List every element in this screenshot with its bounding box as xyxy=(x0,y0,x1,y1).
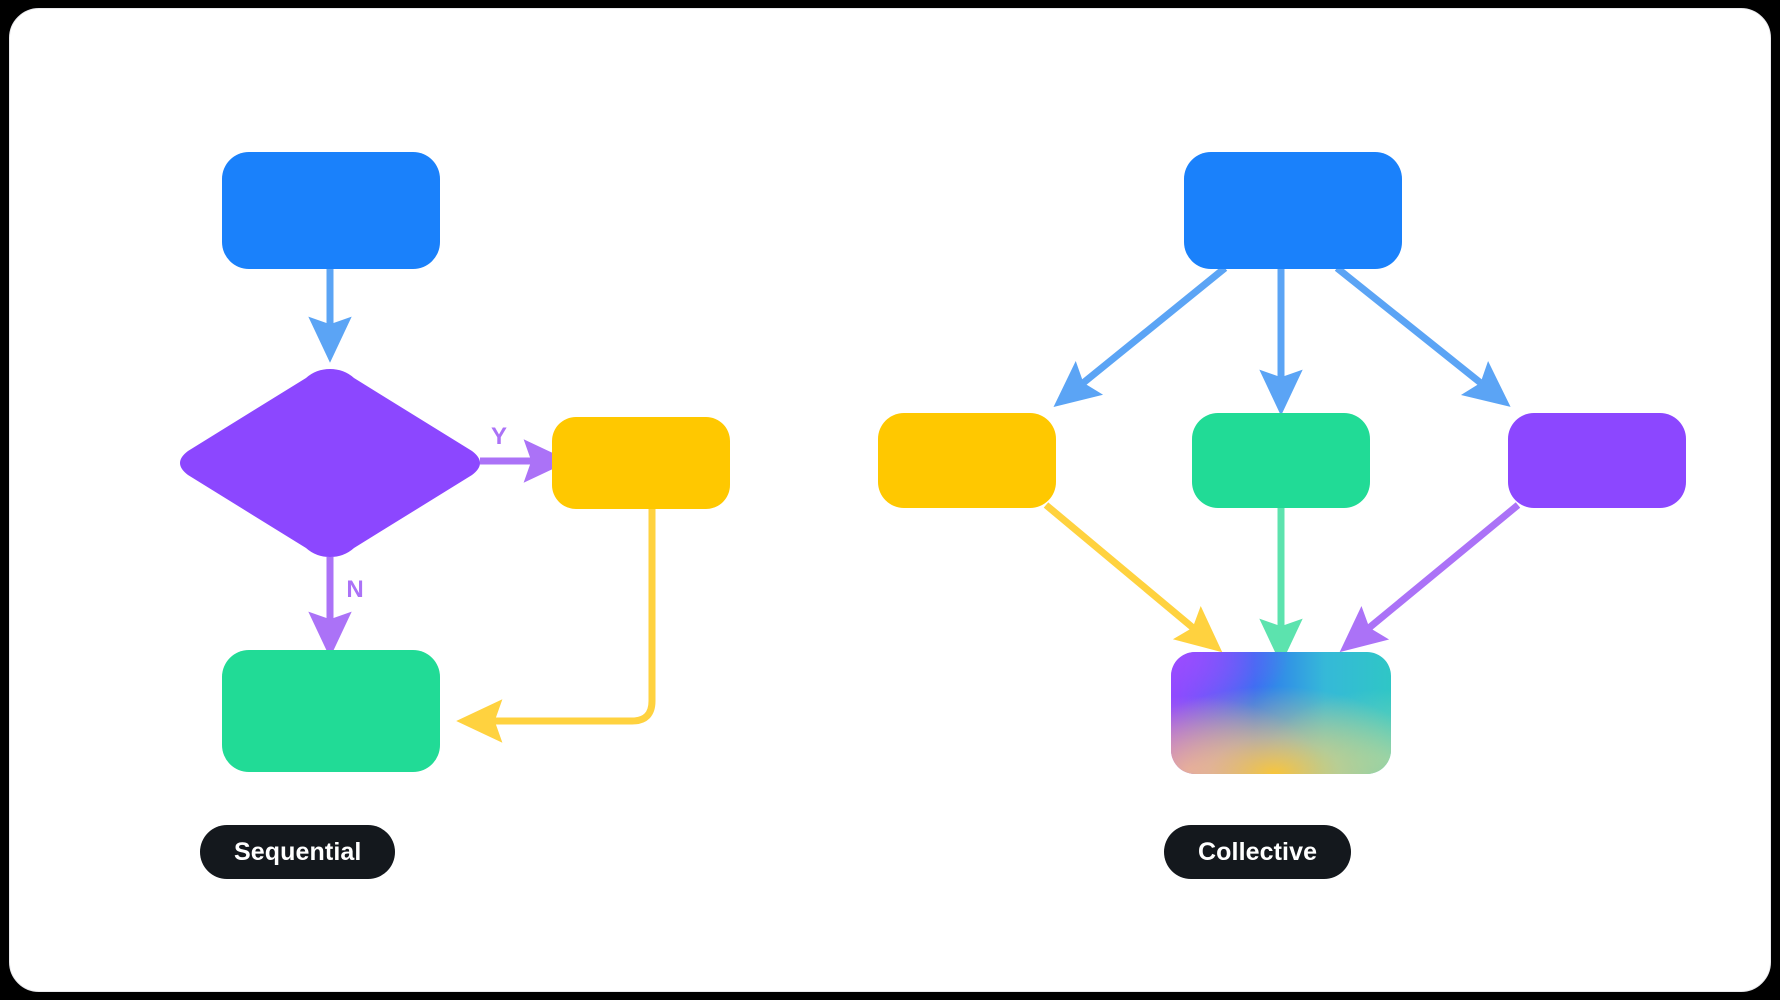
collective-diagram xyxy=(878,152,1686,774)
sequential-label-text: Sequential xyxy=(234,837,362,866)
seq-edge-loopback xyxy=(456,503,656,743)
sequential-diagram: Y N xyxy=(180,152,730,772)
col-source-node[interactable] xyxy=(1184,152,1402,269)
col-worker-purple-node[interactable] xyxy=(1508,413,1686,508)
flow-diagram-svg: Y N xyxy=(180,152,1686,774)
col-edge-yellow-aggregate xyxy=(1043,502,1223,653)
sequential-label-pill[interactable]: Sequential xyxy=(200,825,396,879)
seq-edge-label-yes: Y xyxy=(491,423,507,450)
col-aggregate-node[interactable] xyxy=(1171,652,1391,774)
seq-decision-node[interactable] xyxy=(180,369,480,557)
diagram-canvas: Y N xyxy=(10,9,1770,991)
seq-edge-label-no: N xyxy=(346,576,363,603)
col-edge-source-purple xyxy=(1334,265,1511,407)
col-edge-source-yellow xyxy=(1053,265,1228,407)
seq-yes-step-node[interactable] xyxy=(552,417,730,509)
col-edge-purple-aggregate xyxy=(1339,502,1521,653)
diagram-card: Y N xyxy=(9,8,1771,992)
seq-start-node[interactable] xyxy=(222,152,440,269)
col-worker-yellow-node[interactable] xyxy=(878,413,1056,508)
collective-label-pill[interactable]: Collective xyxy=(1164,825,1352,879)
seq-end-node[interactable] xyxy=(222,650,440,772)
col-worker-green-node[interactable] xyxy=(1192,413,1370,508)
collective-label-text: Collective xyxy=(1198,837,1318,866)
